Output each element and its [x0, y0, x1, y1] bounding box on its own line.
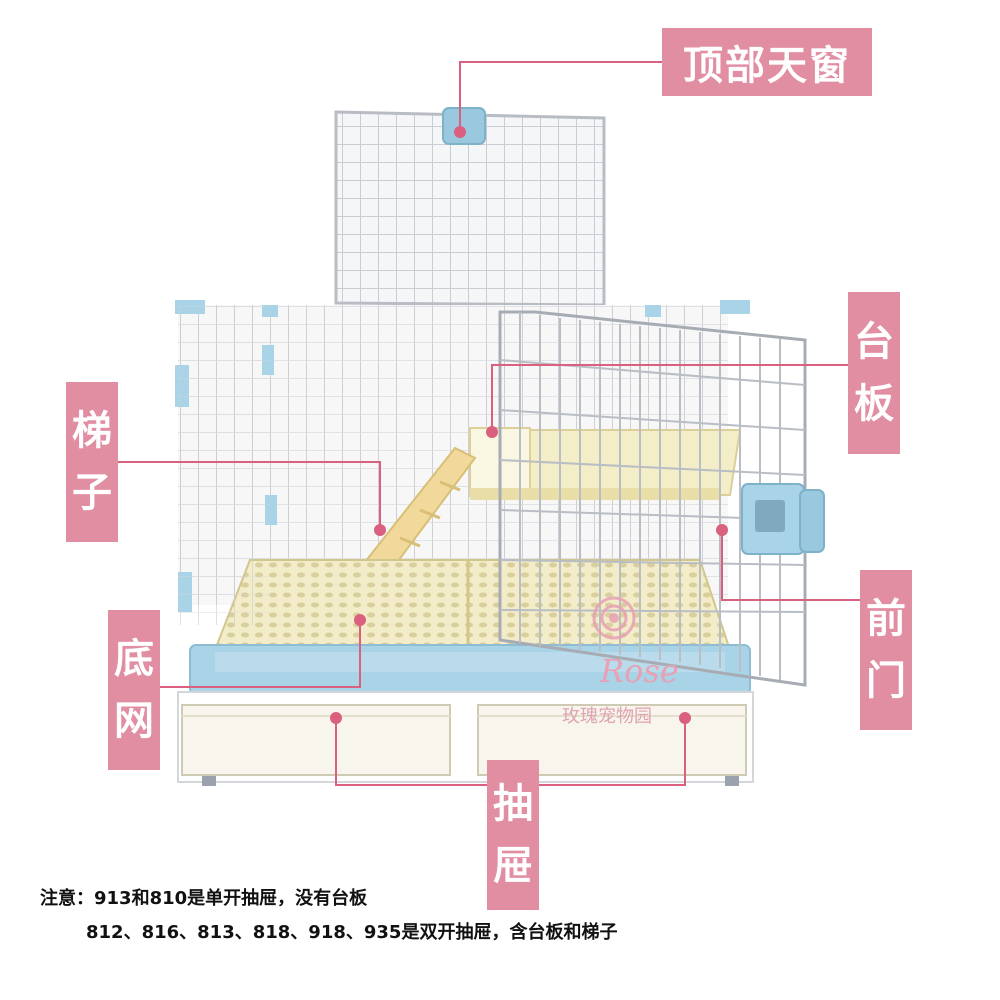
- top-skylight-panel: [334, 107, 606, 307]
- label-drawer-char-2: 屉: [493, 843, 533, 889]
- label-ladder: 梯 子: [66, 382, 118, 542]
- label-bottom-mesh-char-2: 网: [114, 698, 154, 744]
- label-ladder-char-1: 梯: [72, 408, 112, 454]
- drawers: [181, 704, 747, 776]
- watermark-name: 玫瑰宠物园: [562, 706, 652, 727]
- label-top-skylight-text: 顶部天窗: [683, 43, 851, 89]
- model-note-line-2: 812、816、813、818、918、935是双开抽屉，含台板和梯子: [86, 922, 618, 943]
- label-top-skylight: 顶部天窗: [662, 28, 872, 96]
- label-platform-char-2: 板: [854, 381, 894, 427]
- model-note: 注意：913和810是单开抽屉，没有台板 812、816、813、818、918…: [40, 882, 617, 950]
- label-drawer-char-1: 抽: [493, 781, 533, 827]
- label-ladder-char-2: 子: [72, 470, 112, 516]
- callout-dots: [330, 126, 728, 724]
- label-drawer: 抽 屉: [487, 760, 539, 910]
- label-front-door-char-2: 门: [866, 658, 906, 704]
- watermark-script: Rose: [600, 652, 679, 690]
- bottom-mesh-tray: [213, 559, 732, 651]
- model-note-line-1: 注意：913和810是单开抽屉，没有台板: [40, 888, 368, 909]
- label-bottom-mesh-char-1: 底: [114, 636, 154, 682]
- label-front-door-char-1: 前: [866, 596, 906, 642]
- label-platform: 台 板: [848, 292, 900, 454]
- label-front-door: 前 门: [860, 570, 912, 730]
- label-platform-char-1: 台: [854, 319, 894, 365]
- label-bottom-mesh: 底 网: [108, 610, 160, 770]
- callout-lines: [117, 61, 860, 786]
- rose-logo: [592, 596, 636, 640]
